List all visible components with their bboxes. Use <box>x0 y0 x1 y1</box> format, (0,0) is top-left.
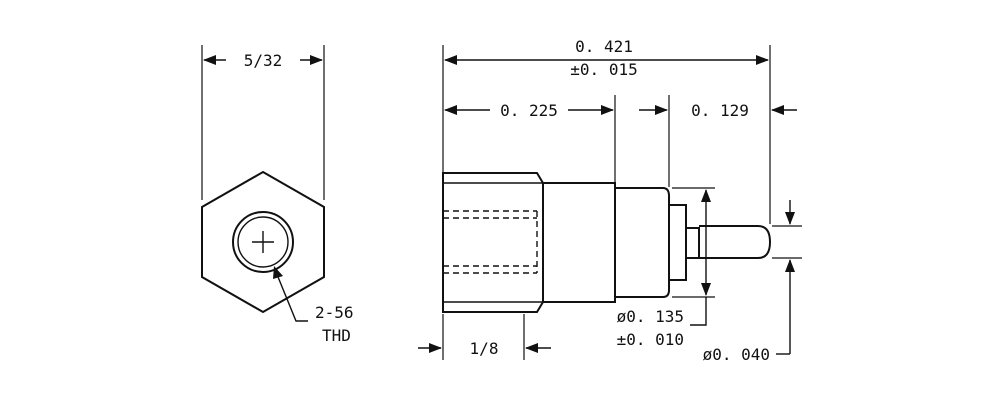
dim-label-overall-length: 0. 421 <box>575 37 633 56</box>
dim-label-body-length: 0. 225 <box>500 101 558 120</box>
dim-label-knurl-diameter: ø0. 135 <box>617 307 684 326</box>
dim-label-knurl-tolerance: ±0. 010 <box>617 330 684 349</box>
dim-label-overall-tolerance: ±0. 015 <box>570 60 637 79</box>
hex-outline <box>201 170 325 314</box>
dimension-body-length: 0. 225 <box>444 95 616 182</box>
pin <box>699 225 772 259</box>
thread-callout: 2-56 THD <box>273 266 354 345</box>
profile-view: 0. 421 ±0. 015 0. 225 0. 129 <box>418 37 802 364</box>
dimension-hex-width: 5/32 <box>201 45 325 200</box>
thread-callout-size: 2-56 <box>315 303 354 322</box>
hex-end-view: 5/32 2-56 THD <box>201 45 354 345</box>
knurled-section <box>614 187 670 298</box>
dimension-pin-length: 0. 129 <box>639 95 797 187</box>
collar <box>668 204 687 281</box>
thread-hole-outer <box>232 211 294 273</box>
dimension-overall-length: 0. 421 ±0. 015 <box>442 37 771 224</box>
thread-callout-type: THD <box>322 326 351 345</box>
dimension-hex-flat: 1/8 <box>418 314 551 360</box>
pin-stub <box>685 227 700 259</box>
thread-hole-inner <box>237 216 289 268</box>
dim-label-pin-diameter: ø0. 040 <box>703 345 770 364</box>
dim-label-hex-width: 5/32 <box>244 51 283 70</box>
dimension-knurl-diameter: ø0. 135 ±0. 010 <box>617 187 715 349</box>
hex-body-outline <box>442 172 544 313</box>
shoulder-body <box>542 182 616 303</box>
dim-label-pin-length: 0. 129 <box>691 101 749 120</box>
dim-label-hex-flat: 1/8 <box>470 339 499 358</box>
internal-thread <box>443 210 538 274</box>
dimension-pin-diameter: ø0. 040 <box>703 200 802 364</box>
